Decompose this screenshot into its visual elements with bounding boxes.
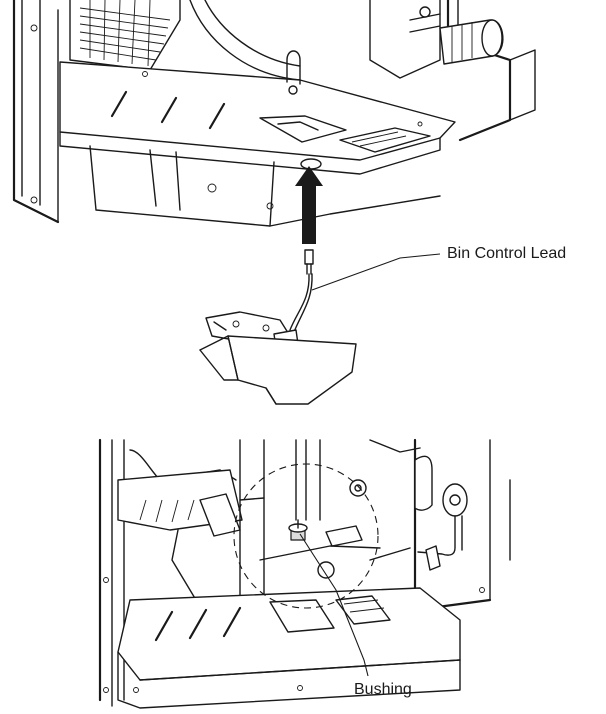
compressor-unit — [369, 0, 504, 79]
insertion-arrow — [295, 166, 323, 244]
condenser-grille — [69, 0, 181, 71]
bushing-leader — [299, 533, 369, 677]
bin-control-lead-label: Bin Control Lead — [447, 245, 567, 262]
bin-control-assembly — [199, 249, 357, 405]
base-tray — [59, 61, 456, 175]
detail-circle — [233, 463, 379, 609]
upper-machine-assembly — [12, 0, 536, 227]
bin-control-lead-leader — [311, 253, 441, 291]
tray-hole — [300, 158, 322, 170]
lower-machine-assembly — [98, 438, 511, 709]
bushing-label: Bushing — [354, 681, 412, 698]
